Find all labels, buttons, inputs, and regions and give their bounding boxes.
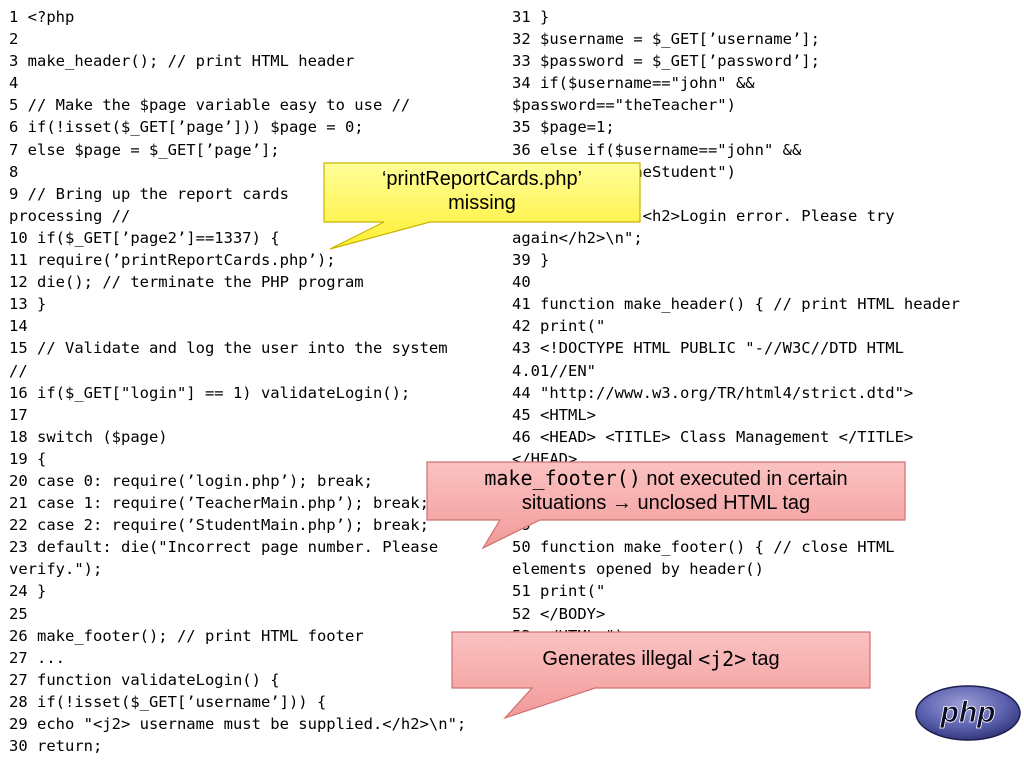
callout-j2-code: <j2>	[698, 647, 747, 671]
code-line: 45 <HTML>	[512, 405, 596, 424]
code-line: 27 ...	[9, 648, 65, 667]
code-line: 20 case 0: require(’login.php’); break;	[9, 471, 373, 490]
code-line: 44 "http://www.w3.org/TR/html4/strict.dt…	[512, 383, 914, 402]
callout-j2-text-after: tag	[746, 648, 780, 670]
code-line: 51 print("	[512, 582, 606, 601]
code-line: 4.01//EN"	[512, 361, 596, 380]
callout-footer-shape	[426, 461, 906, 550]
code-line: 23 default: die("Incorrect page number. …	[9, 538, 439, 557]
code-line: 31 }	[512, 8, 550, 26]
code-line: 34 if($username=="john" &&	[512, 74, 755, 93]
code-line: verify.");	[9, 560, 103, 579]
code-line: elements opened by header()	[512, 560, 764, 579]
code-line: 40	[512, 273, 531, 292]
code-line: 42 print("	[512, 317, 606, 336]
callout-footer-line1: make_footer() not executed in certain	[484, 466, 847, 491]
code-line: 24 }	[9, 582, 47, 601]
code-line: 39 }	[512, 251, 550, 270]
code-line: //	[9, 361, 28, 380]
code-line: processing //	[9, 206, 131, 225]
callout-footer-text3: unclosed HTML tag	[631, 491, 811, 514]
code-line: 18 switch ($page)	[9, 427, 168, 446]
callout-report-cards: ‘printReportCards.php’ missing	[322, 160, 642, 270]
arrow-right-icon: →	[611, 491, 632, 514]
code-line: 32 $username = $_GET[’username’];	[512, 30, 820, 49]
code-line: 22 case 2: require(’StudentMain.php’); b…	[9, 516, 429, 535]
php-logo-text: php	[940, 696, 996, 729]
code-column-left: 1 <?php 2 3 make_header(); // print HTML h…	[9, 6, 466, 757]
code-line: 10 if($_GET[’page2’]==1337) {	[9, 228, 280, 247]
code-line: 27 function validateLogin() {	[9, 670, 280, 689]
callout-report-cards-shape	[323, 162, 641, 250]
code-line: 3 make_header(); // print HTML header	[9, 52, 355, 71]
code-line: 29 echo "<j2> username must be supplied.…	[9, 715, 467, 733]
code-line: 36 else if($username=="john" &&	[512, 140, 802, 159]
code-line: 26 make_footer(); // print HTML footer	[9, 626, 364, 645]
callout-report-cards-line1: ‘printReportCards.php’	[381, 168, 583, 190]
php-logo-shape: php	[915, 685, 1021, 741]
code-line: 17	[9, 405, 28, 424]
code-line: 1 <?php	[9, 8, 75, 26]
code-line: 12 die(); // terminate the PHP program	[9, 273, 364, 292]
callout-report-cards-line2: missing	[448, 192, 516, 214]
callout-footer-line2: situations → unclosed HTML tag	[522, 491, 810, 515]
code-line: 28 if(!isset($_GET[’username’])) {	[9, 692, 327, 711]
code-line: 2	[9, 30, 19, 49]
code-line: 6 if(!isset($_GET[’page’])) $page = 0;	[9, 118, 364, 137]
code-line: 33 $password = $_GET[’password’];	[512, 52, 820, 71]
code-line: 41 function make_header() { // print HTM…	[512, 295, 960, 314]
callout-footer: make_footer() not executed in certain si…	[425, 460, 910, 555]
php-logo: php	[914, 684, 1022, 742]
code-line: 16 if($_GET["login"] == 1) validateLogin…	[9, 383, 411, 402]
code-line: $password=="theTeacher")	[512, 96, 736, 115]
code-line: 46 <HEAD> <TITLE> Class Management </TIT…	[512, 427, 914, 446]
code-line: 8	[9, 162, 19, 181]
code-line: 11 require(’printReportCards.php’);	[9, 251, 336, 270]
code-line: 43 <!DOCTYPE HTML PUBLIC "-//W3C//DTD HT…	[512, 339, 904, 358]
code-line: 21 case 1: require(’TeacherMain.php’); b…	[9, 494, 429, 513]
code-line: again</h2>\n";	[512, 228, 643, 247]
code-line: 9 // Bring up the report cards	[9, 184, 289, 203]
callout-j2-shape	[451, 631, 871, 720]
code-line: 30 return;	[9, 737, 103, 756]
code-line: 4	[9, 74, 19, 93]
callout-footer-code: make_footer()	[484, 465, 641, 490]
code-line: 13 }	[9, 295, 47, 314]
callout-footer-text2: situations	[521, 491, 612, 514]
code-line: 19 {	[9, 449, 47, 468]
code-line: 52 </BODY>	[512, 604, 606, 623]
code-line: 5 // Make the $page variable easy to use…	[9, 96, 411, 115]
code-line: 14	[9, 317, 28, 336]
callout-j2-text-before: Generates illegal	[542, 648, 699, 670]
callout-j2: Generates illegal <j2> tag	[450, 630, 875, 725]
code-line: 35 $page=1;	[512, 118, 615, 137]
code-line: 50 function make_footer() { // close HTM…	[512, 538, 895, 557]
code-line: 15 // Validate and log the user into the…	[9, 339, 448, 358]
code-line: 7 else $page = $_GET[’page’];	[9, 140, 280, 159]
code-line: 25	[9, 604, 28, 623]
callout-footer-text1: not executed in certain	[640, 467, 848, 490]
